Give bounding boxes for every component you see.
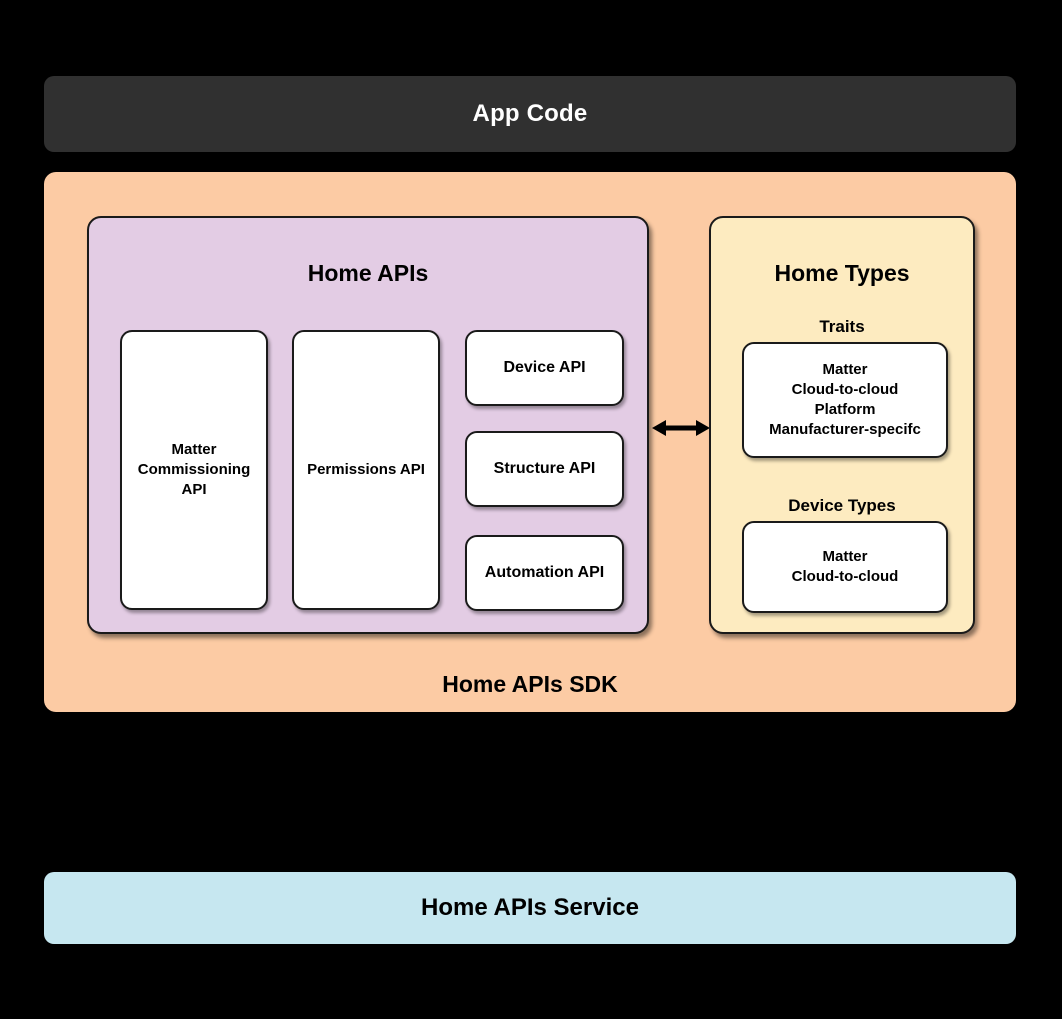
home-types-panel: Home Types Traits Matter Cloud-to-cloud … (709, 216, 975, 634)
device-types-heading: Device Types (788, 496, 896, 515)
device-types-item: Cloud-to-cloud (791, 568, 899, 585)
app-code-block: App Code (44, 76, 1016, 152)
matter-commissioning-api-box: Matter Commissioning API (120, 330, 268, 610)
device-types-item: Matter (822, 547, 868, 565)
home-apis-sdk-container: Home APIs Matter Commissioning API Permi… (44, 172, 1016, 712)
home-apis-title: Home APIs (307, 260, 429, 286)
device-api-box: Device API (465, 330, 624, 406)
traits-item: Platform (814, 401, 876, 418)
device-types-list: Matter Cloud-to-cloud (792, 547, 899, 588)
home-apis-panel: Home APIs Matter Commissioning API Permi… (87, 216, 649, 634)
traits-item: Manufacturer-specifc (769, 421, 921, 439)
device-types-box: Matter Cloud-to-cloud (742, 521, 948, 613)
traits-box: Matter Cloud-to-cloud Platform Manufactu… (742, 342, 948, 458)
app-code-label: App Code (472, 100, 588, 127)
home-apis-service-label: Home APIs Service (421, 894, 639, 921)
home-apis-sdk-label: Home APIs SDK (442, 671, 618, 697)
home-types-title: Home Types (774, 260, 910, 286)
traits-list: Matter Cloud-to-cloud Platform Manufactu… (769, 360, 921, 441)
home-apis-service-block: Home APIs Service (44, 872, 1016, 944)
traits-heading: Traits (819, 317, 865, 336)
traits-item: Matter (822, 360, 868, 378)
traits-item: Cloud-to-cloud (791, 380, 899, 398)
automation-api-box: Automation API (465, 535, 624, 611)
permissions-api-box: Permissions API (292, 330, 440, 610)
bidirectional-arrow-icon (652, 415, 710, 441)
structure-api-box: Structure API (465, 431, 624, 507)
